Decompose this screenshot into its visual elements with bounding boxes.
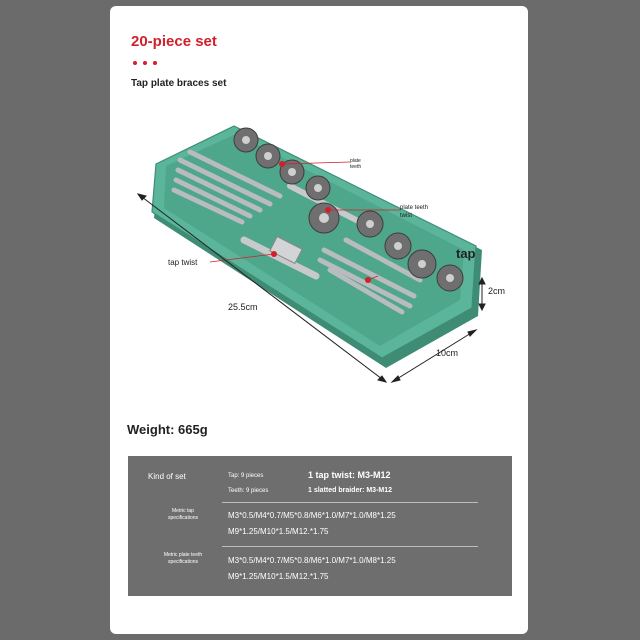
- dimension-length: 25.5cm: [228, 302, 258, 312]
- product-diagram: plate teeth plate teeth twist tap twist …: [110, 100, 528, 420]
- metric-plate-label: Metric plate teeth specifications: [163, 552, 203, 565]
- tap-twist-value: 1 tap twist: M3-M12: [308, 470, 391, 480]
- metric-plate-line-1: M3*0.5/M4*0.7/M5*0.8/M6*1.0/M7*1.0/M8*1.…: [228, 556, 396, 565]
- metric-tap-label: Metric tap specifications: [167, 508, 198, 521]
- dimension-height: 2cm: [488, 286, 506, 296]
- tap-count: Tap: 9 pieces: [228, 473, 264, 479]
- callout-tap-twist: tap twist: [168, 258, 198, 267]
- dimension-width: 10cm: [436, 348, 459, 358]
- dots-decoration: [133, 61, 157, 65]
- divider: [222, 502, 478, 503]
- kind-of-set-label: Kind of set: [148, 472, 186, 481]
- dot: [153, 61, 157, 65]
- braider-value: 1 slatted braider: M3-M12: [308, 487, 393, 494]
- tap-die-set-illustration: [136, 125, 486, 383]
- callout-plate-teeth: plate teeth: [350, 158, 362, 170]
- callout-marker-icon: [271, 161, 371, 283]
- page-subtitle: Tap plate braces set: [131, 78, 227, 89]
- callout-tap: tap: [456, 246, 476, 261]
- weight-label: Weight: 665g: [127, 422, 208, 437]
- metric-plate-line-2: M9*1.25/M10*1.5/M12.*1.75: [228, 572, 329, 581]
- metric-tap-line-2: M9*1.25/M10*1.5/M12.*1.75: [228, 527, 329, 536]
- teeth-count: Teeth: 9 pieces: [228, 488, 269, 494]
- spec-table: Kind of set Tap: 9 pieces Teeth: 9 piece…: [128, 456, 512, 596]
- metric-tap-line-1: M3*0.5/M4*0.7/M5*0.8/M6*1.0/M7*1.0/M8*1.…: [228, 511, 396, 520]
- callout-plate-teeth-twist: plate teeth twist: [400, 205, 429, 219]
- dot: [133, 61, 137, 65]
- divider: [222, 546, 478, 547]
- page-title: 20-piece set: [131, 33, 217, 50]
- dot: [143, 61, 147, 65]
